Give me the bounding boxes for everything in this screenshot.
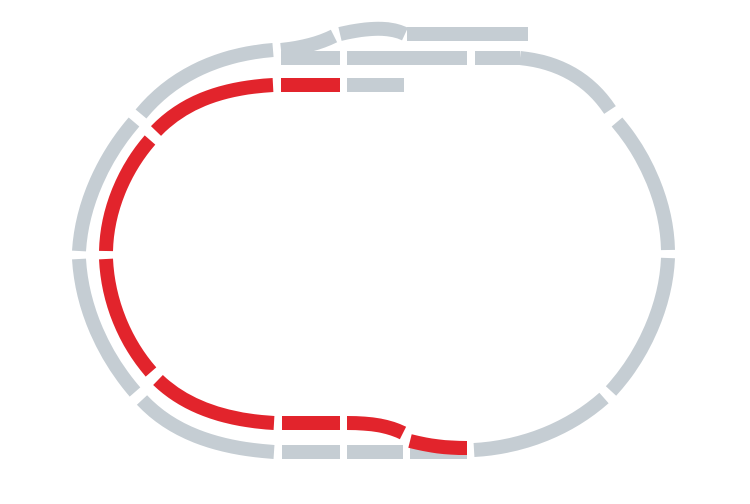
extension-track-bottom-join	[408, 434, 468, 455]
base-track-outer-left-top-curve	[135, 43, 274, 119]
base-track-right-curve-4	[473, 392, 609, 457]
base-track-outer-left-lower	[72, 258, 141, 397]
extension-track-left-upper	[99, 135, 156, 252]
base-track-outer-left-upper	[72, 117, 140, 252]
base-track-outer-left-bottom-curve	[136, 395, 275, 459]
base-track-right-curve-1	[519, 51, 616, 115]
base-track-turnout-branch	[280, 29, 338, 57]
extension-track-bottom-curve	[153, 374, 275, 430]
extension-track-top-curve	[150, 78, 274, 136]
base-track-right-curve-3	[605, 257, 675, 396]
extension-track-bottom-turnout	[346, 416, 407, 440]
extension-track-group	[99, 78, 468, 455]
base-track-right-curve-2	[611, 117, 675, 251]
extension-track-left-lower	[99, 258, 157, 377]
base-track-point-curve	[338, 21, 408, 41]
